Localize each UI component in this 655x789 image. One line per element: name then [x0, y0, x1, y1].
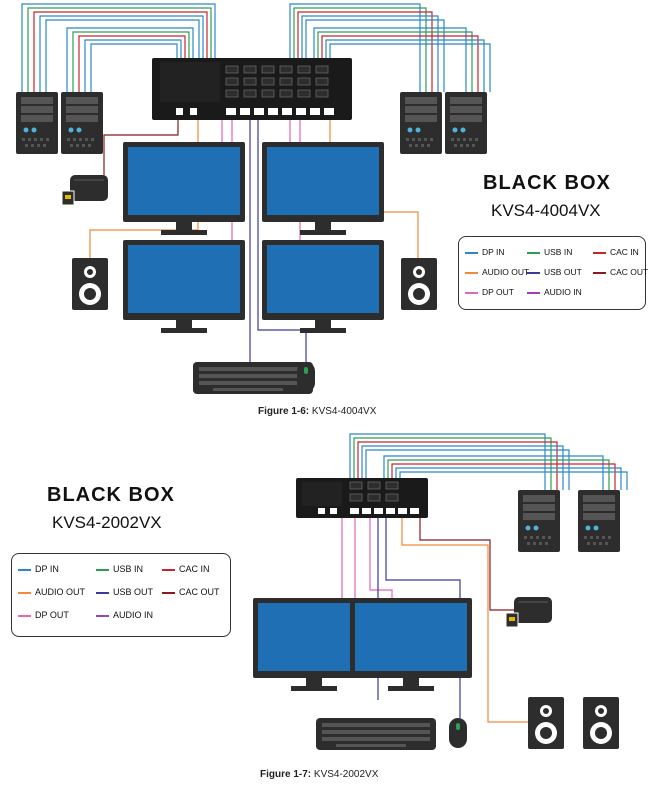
legend: DP IN USB IN CAC IN AUDIO OUT USB OUT CAC OUT…	[11, 553, 231, 637]
legend-swatch	[465, 251, 478, 254]
speaker-right	[583, 697, 619, 749]
mouse	[449, 718, 467, 748]
computer-1	[16, 92, 58, 154]
legend-item: CAC OUT	[593, 267, 648, 277]
legend-swatch	[465, 291, 478, 294]
legend-item: USB OUT	[527, 267, 582, 277]
legend-item: USB IN	[96, 564, 143, 574]
figure-caption: Figure 1-7: KVS4-2002VX	[260, 769, 378, 780]
cac-reader	[61, 174, 109, 206]
legend-label: USB IN	[544, 247, 573, 257]
legend-label: DP IN	[482, 247, 505, 257]
figure-1-devices	[16, 58, 487, 394]
legend-swatch	[162, 591, 175, 594]
legend-item: CAC IN	[162, 564, 210, 574]
legend-swatch	[96, 568, 109, 571]
legend-item: AUDIO OUT	[465, 267, 529, 277]
computer-2	[61, 92, 103, 154]
legend-swatch	[96, 614, 109, 617]
figure-2-cables	[341, 433, 628, 723]
legend-item: CAC IN	[593, 247, 639, 257]
keyboard	[316, 718, 436, 750]
legend-label: DP IN	[35, 564, 59, 574]
legend-label: USB OUT	[544, 267, 582, 277]
legend-label: CAC IN	[610, 247, 639, 257]
caption-text: KVS4-2002VX	[311, 769, 379, 780]
caption-label: Figure 1-6:	[258, 406, 310, 417]
legend-label: USB IN	[113, 564, 144, 574]
legend-item: USB IN	[527, 247, 572, 257]
legend-swatch	[527, 271, 540, 274]
legend-label: AUDIO IN	[113, 610, 154, 620]
legend-label: CAC OUT	[179, 587, 220, 597]
legend-item: DP IN	[465, 247, 505, 257]
legend-label: AUDIO OUT	[482, 267, 530, 277]
legend-swatch	[18, 614, 31, 617]
cac-reader	[505, 596, 553, 628]
computer-4	[445, 92, 487, 154]
figure-2-devices	[253, 478, 620, 750]
legend-swatch	[465, 271, 478, 274]
monitor-3	[123, 240, 245, 333]
legend-swatch	[527, 251, 540, 254]
brand-text: BLACK BOX	[47, 484, 175, 506]
figure-caption: Figure 1-6: KVS4-4004VX	[258, 406, 376, 417]
computer-1	[518, 490, 560, 552]
legend-label: CAC IN	[179, 564, 210, 574]
kvm-switch-2002vx	[296, 478, 428, 518]
legend-swatch	[96, 591, 109, 594]
mouse	[297, 362, 315, 392]
brand-text: BLACK BOX	[483, 172, 611, 194]
legend-item: DP IN	[18, 564, 59, 574]
monitor-1	[123, 142, 245, 235]
speaker-left	[72, 258, 108, 310]
model-name: KVS4-4004VX	[491, 201, 601, 220]
legend-label: USB OUT	[113, 587, 154, 597]
legend-swatch	[162, 568, 175, 571]
legend: DP IN USB IN CAC IN AUDIO OUT USB OUT CAC OUT…	[458, 236, 648, 310]
legend-label: DP OUT	[35, 610, 69, 620]
kvm-switch-4004vx	[152, 58, 352, 120]
speaker-right	[401, 258, 437, 310]
legend-swatch	[593, 251, 606, 254]
legend-item: AUDIO IN	[527, 287, 582, 297]
legend-label: DP OUT	[482, 287, 514, 297]
computer-2	[578, 490, 620, 552]
monitor-4	[262, 240, 384, 333]
legend-item: AUDIO OUT	[18, 587, 85, 597]
caption-label: Figure 1-7:	[260, 769, 312, 780]
computer-3	[400, 92, 442, 154]
legend-swatch	[18, 568, 31, 571]
keyboard	[193, 362, 313, 394]
caption-text: KVS4-4004VX	[309, 406, 377, 417]
brand-logo: BLACK BOX	[47, 484, 175, 507]
speaker-left	[528, 697, 564, 749]
monitor-2	[350, 598, 472, 691]
model-name: KVS4-2002VX	[52, 513, 162, 532]
legend-item: USB OUT	[96, 587, 153, 597]
legend-item: DP OUT	[465, 287, 514, 297]
legend-swatch	[593, 271, 606, 274]
legend-label: AUDIO OUT	[35, 587, 86, 597]
monitor-2	[262, 142, 384, 235]
legend-item: CAC OUT	[162, 587, 220, 597]
brand-logo: BLACK BOX	[483, 172, 611, 195]
legend-label: CAC OUT	[610, 267, 649, 277]
legend-item: AUDIO IN	[96, 610, 153, 620]
legend-swatch	[18, 591, 31, 594]
legend-label: AUDIO IN	[544, 287, 582, 297]
legend-swatch	[527, 291, 540, 294]
legend-item: DP OUT	[18, 610, 69, 620]
